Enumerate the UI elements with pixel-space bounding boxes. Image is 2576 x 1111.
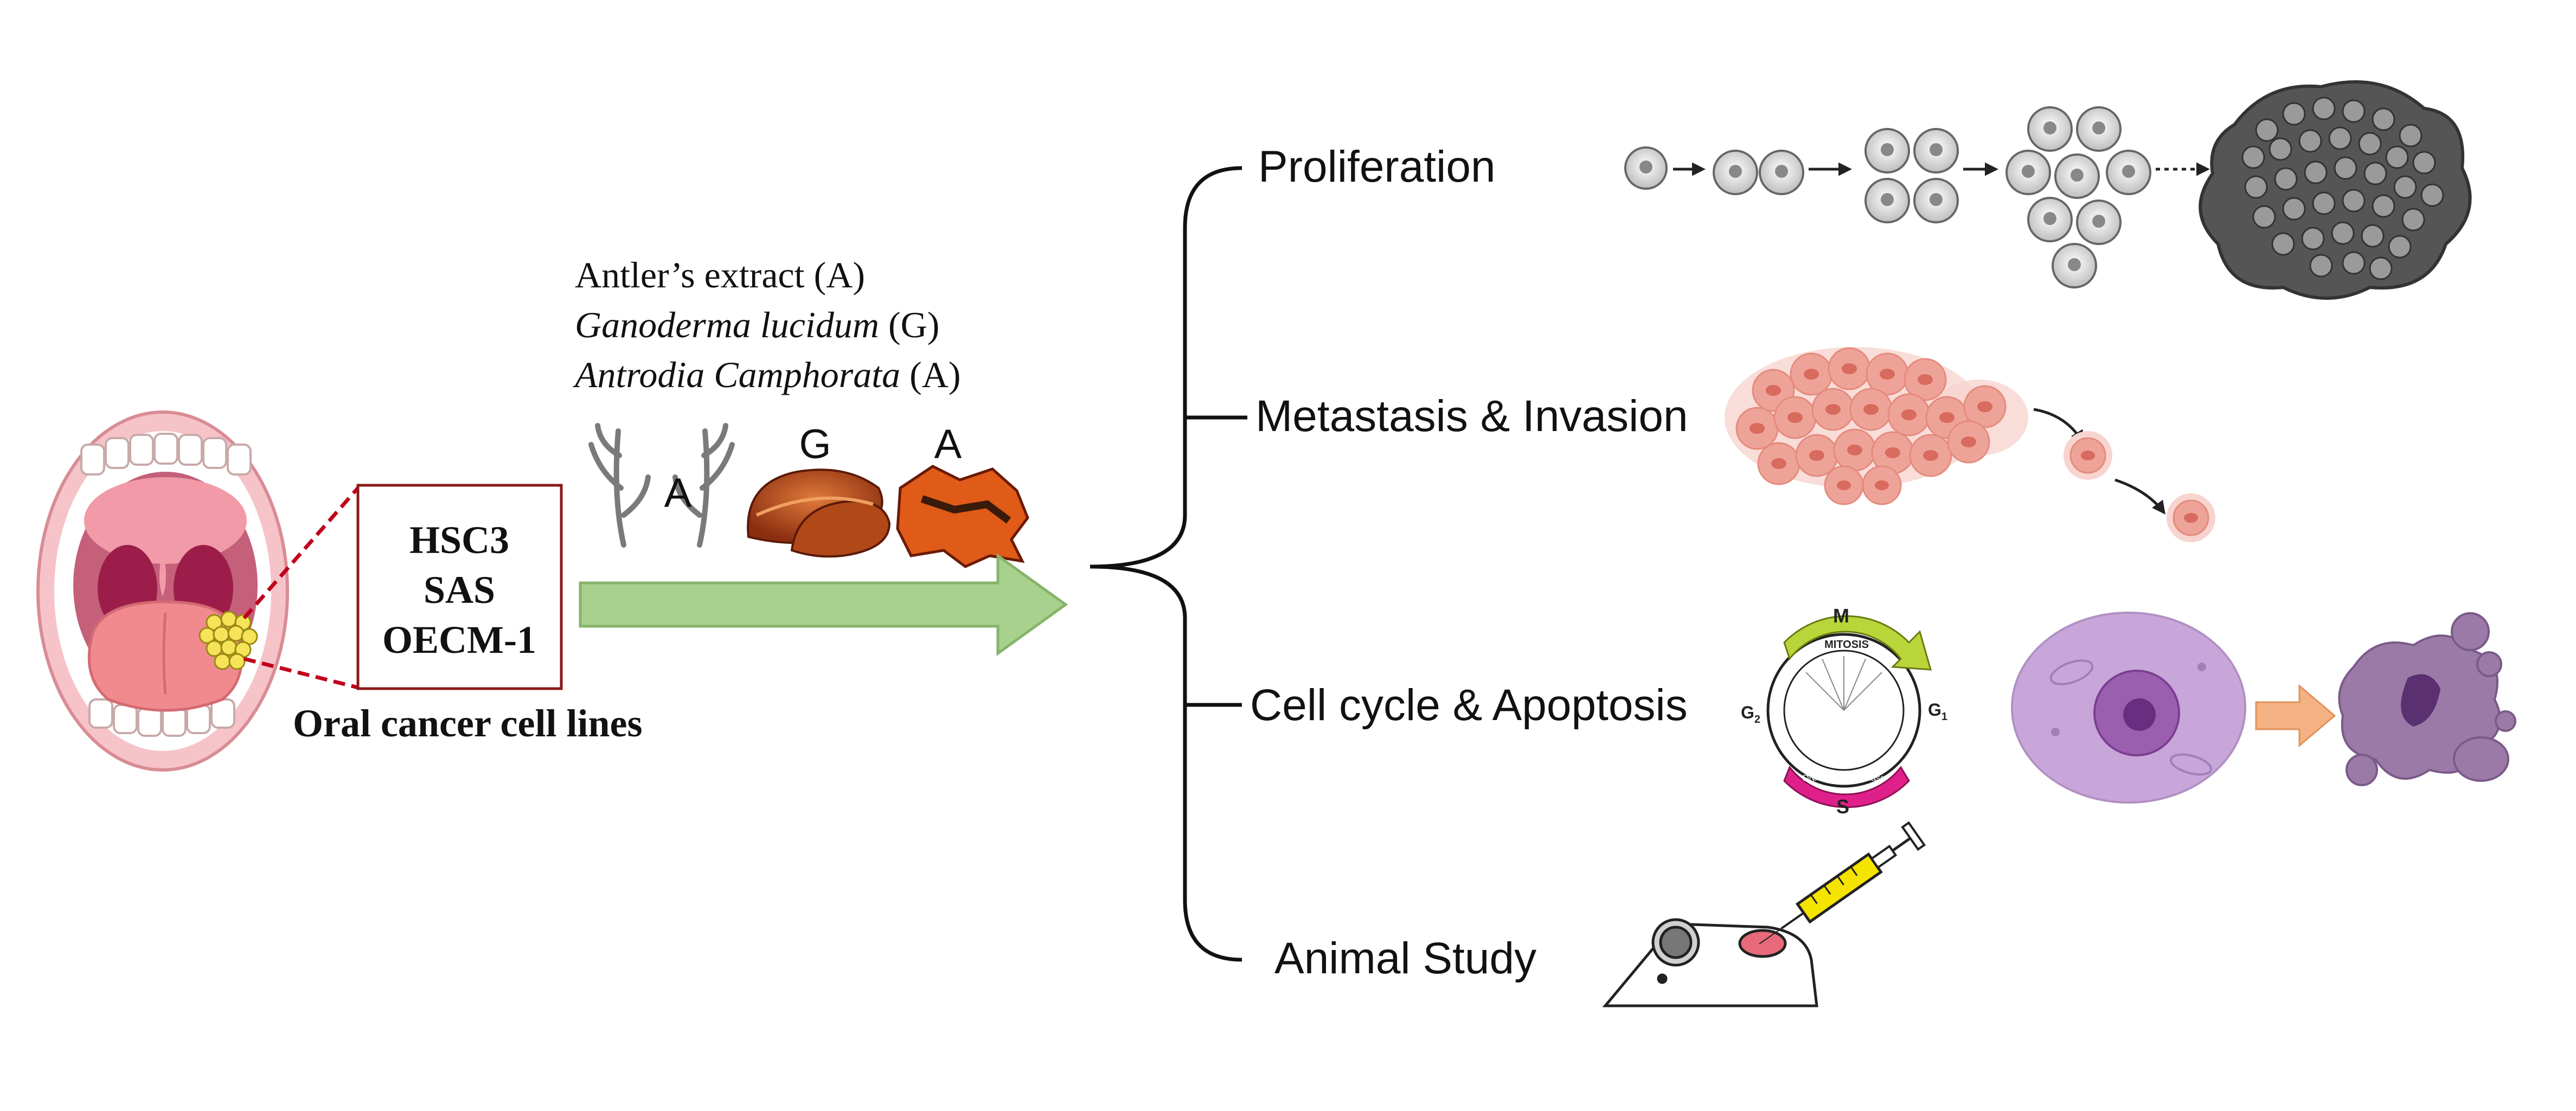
brace-icon — [1090, 166, 1242, 962]
extract-antler: Antler’s extract (A) — [575, 254, 865, 296]
outcome-proliferation: Proliferation — [1258, 142, 1496, 191]
metastasis-illustration — [1725, 347, 2215, 542]
outcome-animal-study: Animal Study — [1274, 934, 1536, 983]
ganoderma-letter: G — [799, 421, 831, 467]
mouse-icon — [1602, 918, 1818, 1007]
cell-icon — [2011, 612, 2246, 804]
svg-text:MITOSIS: MITOSIS — [1824, 639, 1869, 651]
outcome-metastasis: Metastasis & Invasion — [1255, 391, 1688, 441]
cell-lines-box — [356, 484, 563, 690]
apoptosis-arrow-icon — [2255, 684, 2336, 748]
outcome-cell-cycle: Cell cycle & Apoptosis — [1250, 680, 1688, 730]
cell-cycle-icon: MITOSIS DNA synthesis phase M S G2 G1 — [1741, 605, 1947, 818]
cell-cycle-s-label: S — [1836, 795, 1849, 818]
antler-icon — [588, 423, 735, 548]
cell-cycle-g1-label: G1 — [1928, 700, 1947, 723]
cell-cycle-m-label: M — [1833, 605, 1849, 627]
extract-ganoderma: Ganoderma lucidum (G) — [575, 304, 939, 345]
cell-line-1: HSC3 — [409, 518, 509, 562]
antler-letter: A — [664, 470, 692, 516]
syringe-icon — [1759, 821, 1926, 945]
proliferation-illustration — [1624, 80, 2472, 300]
cell-line-2: SAS — [424, 568, 495, 612]
apoptotic-cell-icon — [2338, 612, 2516, 786]
arrow-right-icon — [579, 553, 1068, 656]
cell-cycle-g2-label: G2 — [1741, 703, 1760, 725]
tumor-connector — [242, 486, 360, 690]
cell-line-3: OECM-1 — [382, 618, 536, 662]
antrodia-letter: A — [934, 421, 962, 467]
ganoderma-icon — [747, 468, 891, 558]
extract-antrodia: Antrodia Camphorata (A) — [573, 354, 961, 395]
svg-text:DNA synthesis phase: DNA synthesis phase — [1803, 774, 1885, 783]
antrodia-icon — [896, 465, 1029, 568]
mouth-icon — [36, 410, 289, 772]
cell-lines-caption: Oral cancer cell lines — [293, 702, 642, 745]
